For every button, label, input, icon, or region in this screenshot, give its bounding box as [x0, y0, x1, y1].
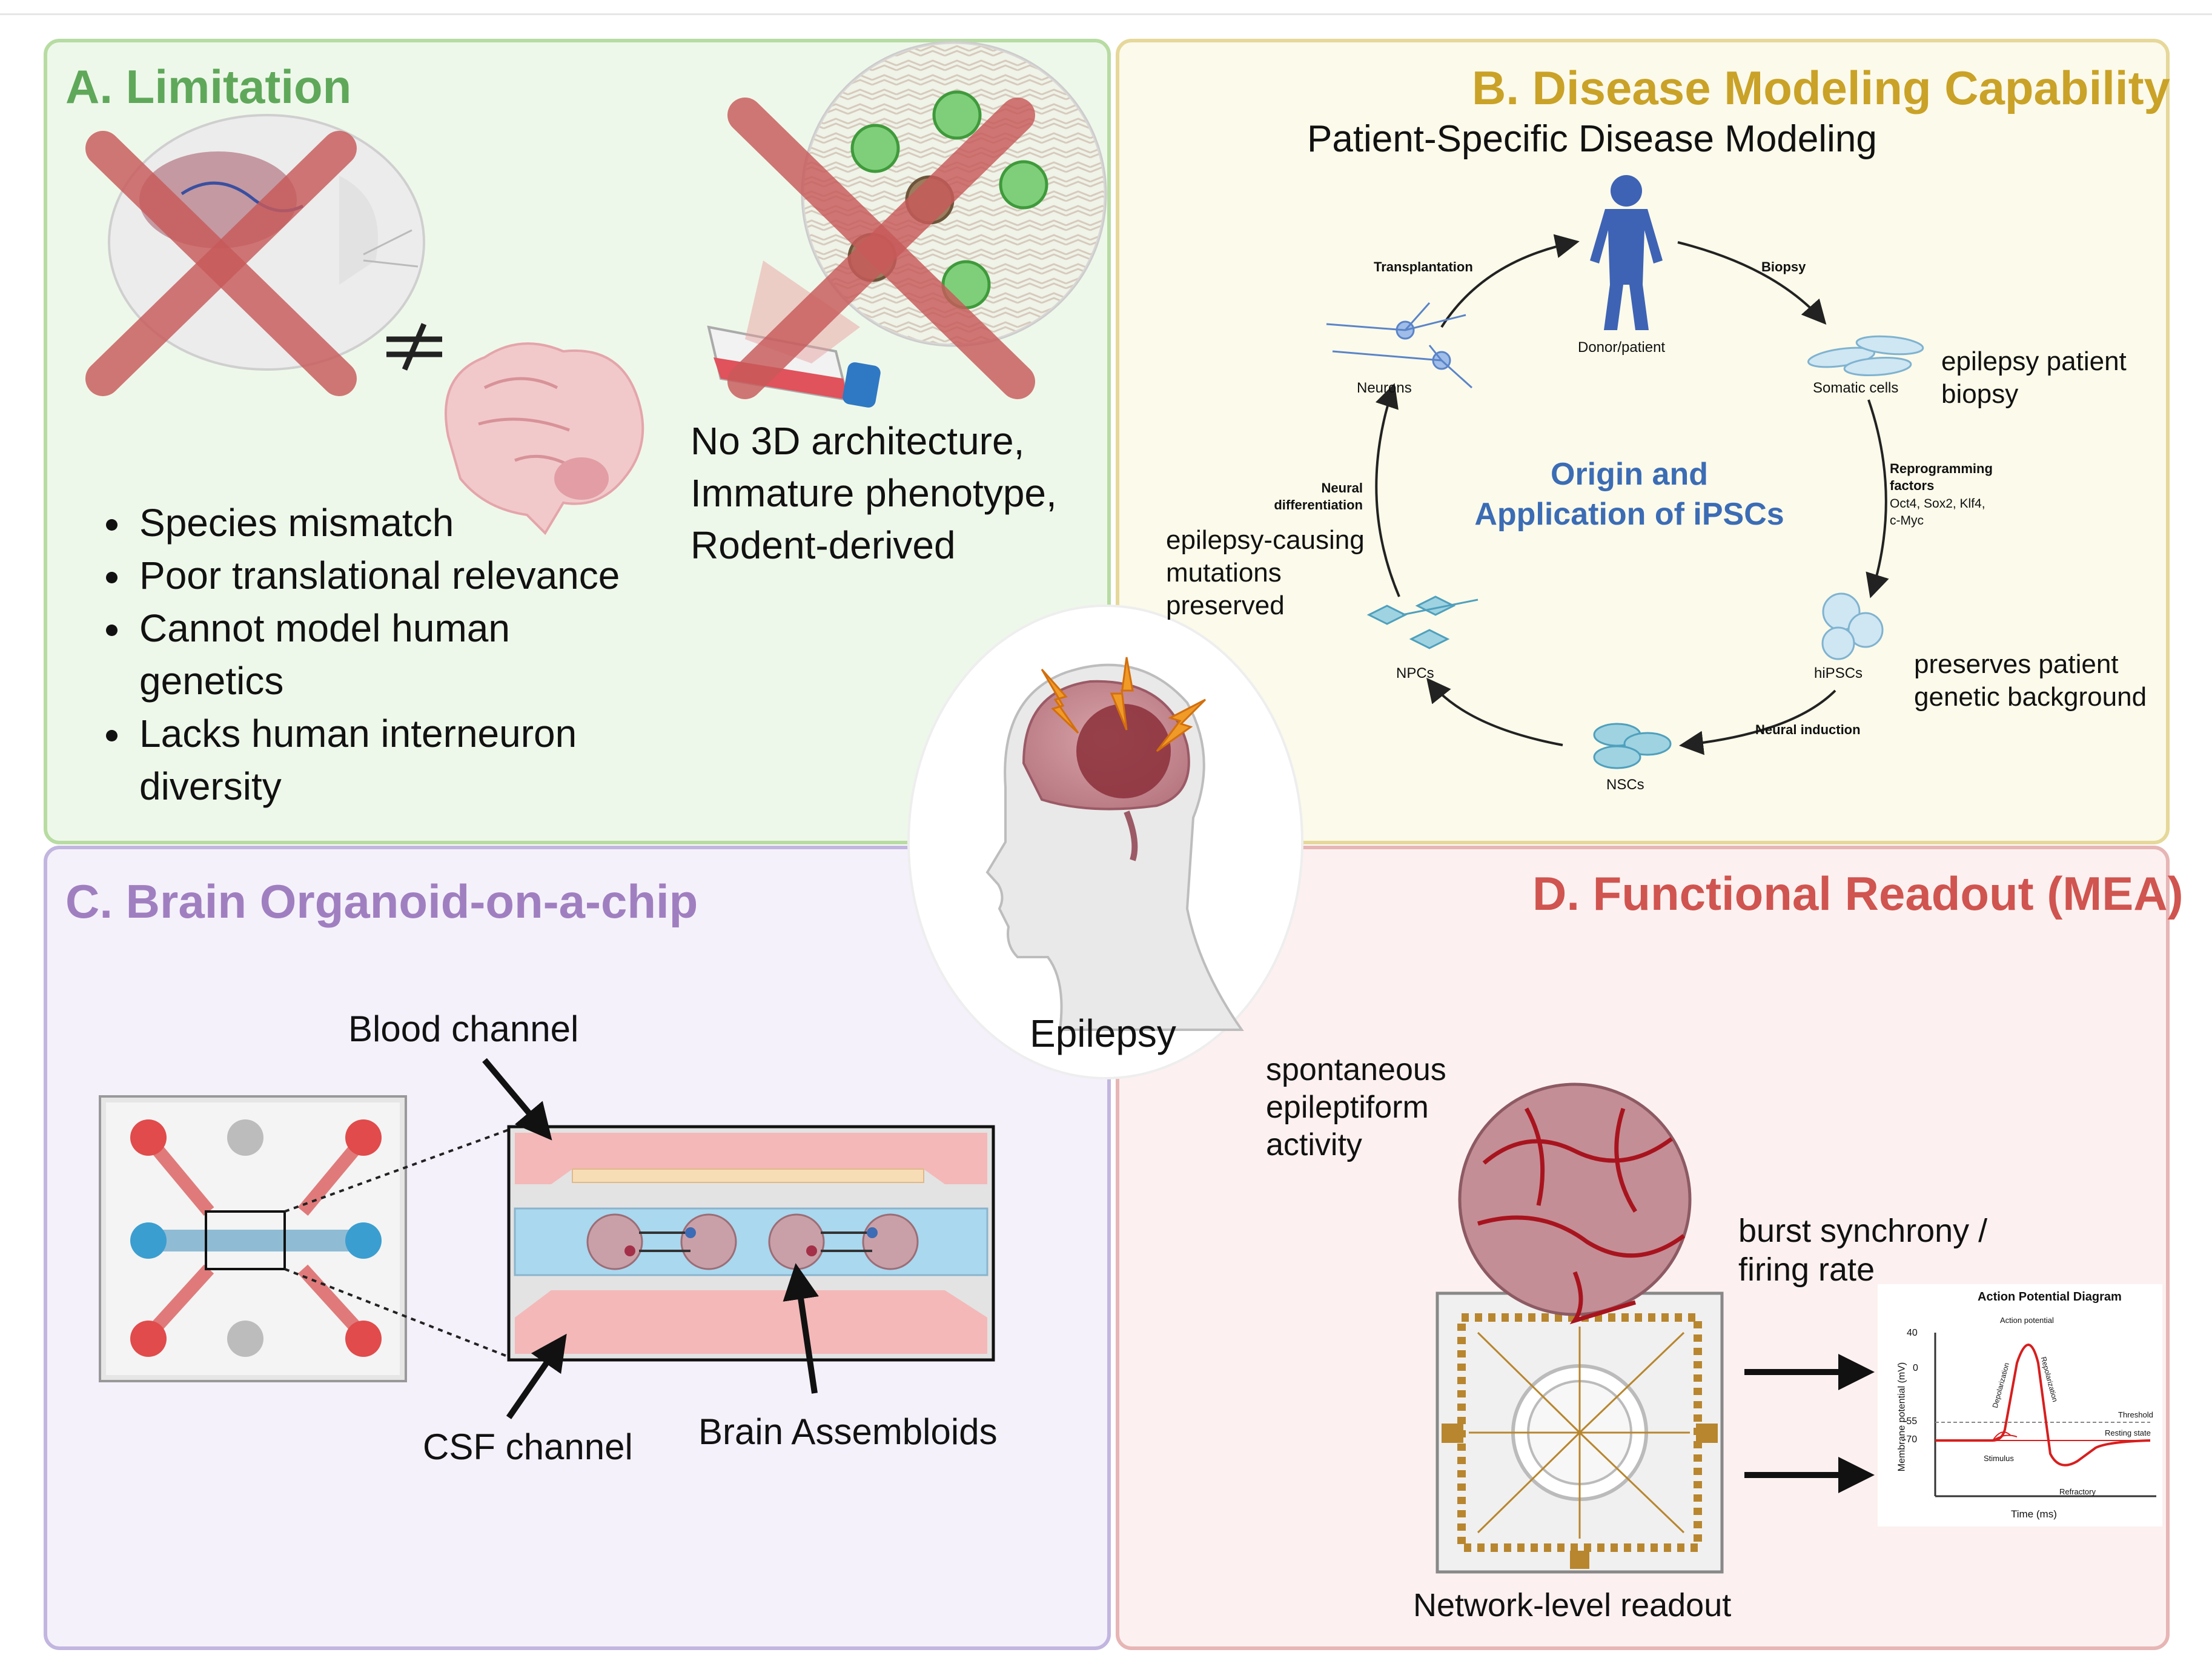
- center-title-line: Application of iPSCs: [1474, 497, 1784, 532]
- step-line: Reprogramming: [1890, 461, 1993, 476]
- ap-annotation: Action potential: [2000, 1316, 2054, 1325]
- annotation-arrows: [482, 1058, 819, 1419]
- note-line: preserved: [1166, 591, 1285, 620]
- chip-cross-section: [507, 1125, 995, 1362]
- list-item: Species mismatch: [133, 497, 739, 549]
- somatic-cells-icon: [1807, 335, 1924, 376]
- culture-line: Immature phenotype,: [690, 471, 1057, 515]
- spont-line: activity: [1266, 1127, 1362, 1162]
- spont-line: spontaneous: [1266, 1052, 1446, 1087]
- neurons-icon: [1326, 302, 1473, 389]
- ap-annotation: Threshold: [2118, 1410, 2153, 1419]
- node-hipscs: hiPSCs: [1814, 665, 1863, 681]
- organoid-icon: [1458, 1082, 1692, 1325]
- node-somatic: Somatic cells: [1813, 380, 1899, 396]
- panel-d-title: D. Functional Readout (MEA): [1532, 867, 2184, 920]
- ap-xlabel: Time (ms): [2011, 1508, 2057, 1520]
- burst-line: burst synchrony /: [1738, 1213, 1988, 1249]
- ipsc-cycle-arrows: [1375, 234, 1889, 755]
- panel-b-title: B. Disease Modeling Capability: [1472, 61, 2170, 114]
- hipsc-cells-icon: [1821, 592, 1884, 660]
- epilepsy-label: Epilepsy: [1030, 1012, 1176, 1055]
- top-divider: [0, 13, 2212, 15]
- spont-line: epileptiform: [1266, 1090, 1429, 1125]
- action-potential-chart: [1878, 1284, 2162, 1526]
- ap-annotation: Resting state: [2105, 1428, 2151, 1437]
- ap-tick: -55: [1903, 1416, 1918, 1427]
- brain-icon: [445, 342, 644, 535]
- note-line: preserves patient: [1914, 649, 2119, 679]
- note-line: mutations: [1166, 558, 1282, 588]
- center-title-line: Origin and: [1551, 457, 1708, 492]
- x-cross-icon: [85, 131, 357, 396]
- npc-cells-icon: [1366, 595, 1479, 649]
- human-figure-icon: [1590, 175, 1663, 330]
- step-neural-induction: Neural induction: [1755, 722, 1861, 737]
- note-line: epilepsy-causing: [1166, 525, 1365, 555]
- list-item: Poor translational relevance: [133, 549, 739, 602]
- note-mutations: epilepsy-causing mutations preserved: [1166, 524, 1365, 622]
- lightning-icon: [1041, 657, 1207, 752]
- not-equal-icon: [386, 323, 442, 371]
- ap-tick: 0: [1913, 1363, 1918, 1373]
- epilepsy-head-icon: [907, 605, 1303, 1079]
- burst-line: firing rate: [1738, 1251, 1875, 1288]
- step-factors: Oct4, Sox2, Klf4, c-Myc: [1890, 496, 1985, 529]
- nsc-cells-icon: [1593, 723, 1672, 769]
- list-item: Lacks human interneuron diversity: [133, 708, 636, 813]
- ap-title: Action Potential Diagram: [1978, 1290, 2122, 1304]
- panel-a-title: A. Limitation: [65, 60, 352, 113]
- spontaneous-activity: spontaneous epileptiform activity: [1266, 1051, 1446, 1164]
- note-line: genetic background: [1914, 682, 2147, 712]
- ap-tick: 40: [1907, 1328, 1918, 1338]
- culture-limitations: No 3D architecture, Immature phenotype, …: [690, 415, 1057, 571]
- panel-c-title: C. Brain Organoid-on-a-chip: [65, 875, 698, 928]
- ap-tick: -70: [1903, 1434, 1918, 1445]
- burst-synchrony: burst synchrony / firing rate: [1738, 1212, 1987, 1289]
- step-line: Neural: [1321, 480, 1363, 496]
- step-line: differentiation: [1274, 497, 1363, 512]
- node-neurons: Neurons: [1357, 380, 1412, 396]
- ap-annotation: Stimulus: [1984, 1454, 2014, 1463]
- readout-arrows: [1744, 1354, 1875, 1493]
- step-neural-differentiation: Neural differentiation: [1260, 480, 1363, 514]
- note-genetic: preserves patient genetic background: [1914, 648, 2147, 714]
- step-reprogramming: Reprogramming factors: [1890, 460, 1993, 494]
- assembloids-label: Brain Assembloids: [698, 1411, 998, 1452]
- node-donor: Donor/patient: [1578, 339, 1666, 356]
- panel-b-subtitle: Patient-Specific Disease Modeling: [1307, 118, 1877, 160]
- step-line: Oct4, Sox2, Klf4,: [1890, 497, 1985, 511]
- panel-disease-modeling: [1116, 39, 2170, 844]
- step-biopsy: Biopsy: [1761, 259, 1806, 274]
- node-npcs: NPCs: [1396, 665, 1434, 681]
- mea-chip-icon: [1435, 1291, 1724, 1574]
- list-item: Cannot model human genetics: [133, 602, 515, 708]
- csf-channel-label: CSF channel: [423, 1427, 633, 1467]
- x-cross-icon: [727, 98, 1035, 399]
- organoid-icon: [586, 1213, 919, 1270]
- step-transplantation: Transplantation: [1374, 259, 1473, 274]
- note-line: biopsy: [1941, 379, 2019, 409]
- blood-channel-label: Blood channel: [348, 1009, 579, 1049]
- note-line: epilepsy patient: [1941, 346, 2127, 376]
- ap-annotation: Refractory: [2059, 1487, 2096, 1496]
- culture-line: No 3D architecture,: [690, 419, 1025, 463]
- ipsc-center-title: Origin and Application of iPSCs: [1466, 454, 1793, 534]
- limitation-list: Species mismatch Poor translational rele…: [91, 497, 739, 813]
- network-readout: Network-level readout: [1413, 1587, 1732, 1623]
- step-line: factors: [1890, 478, 1935, 493]
- chip-device-icon: [99, 1095, 509, 1382]
- step-line: c-Myc: [1890, 514, 1924, 528]
- note-biopsy: epilepsy patient biopsy: [1941, 345, 2127, 411]
- culture-line: Rodent-derived: [690, 523, 956, 567]
- node-nscs: NSCs: [1606, 777, 1644, 793]
